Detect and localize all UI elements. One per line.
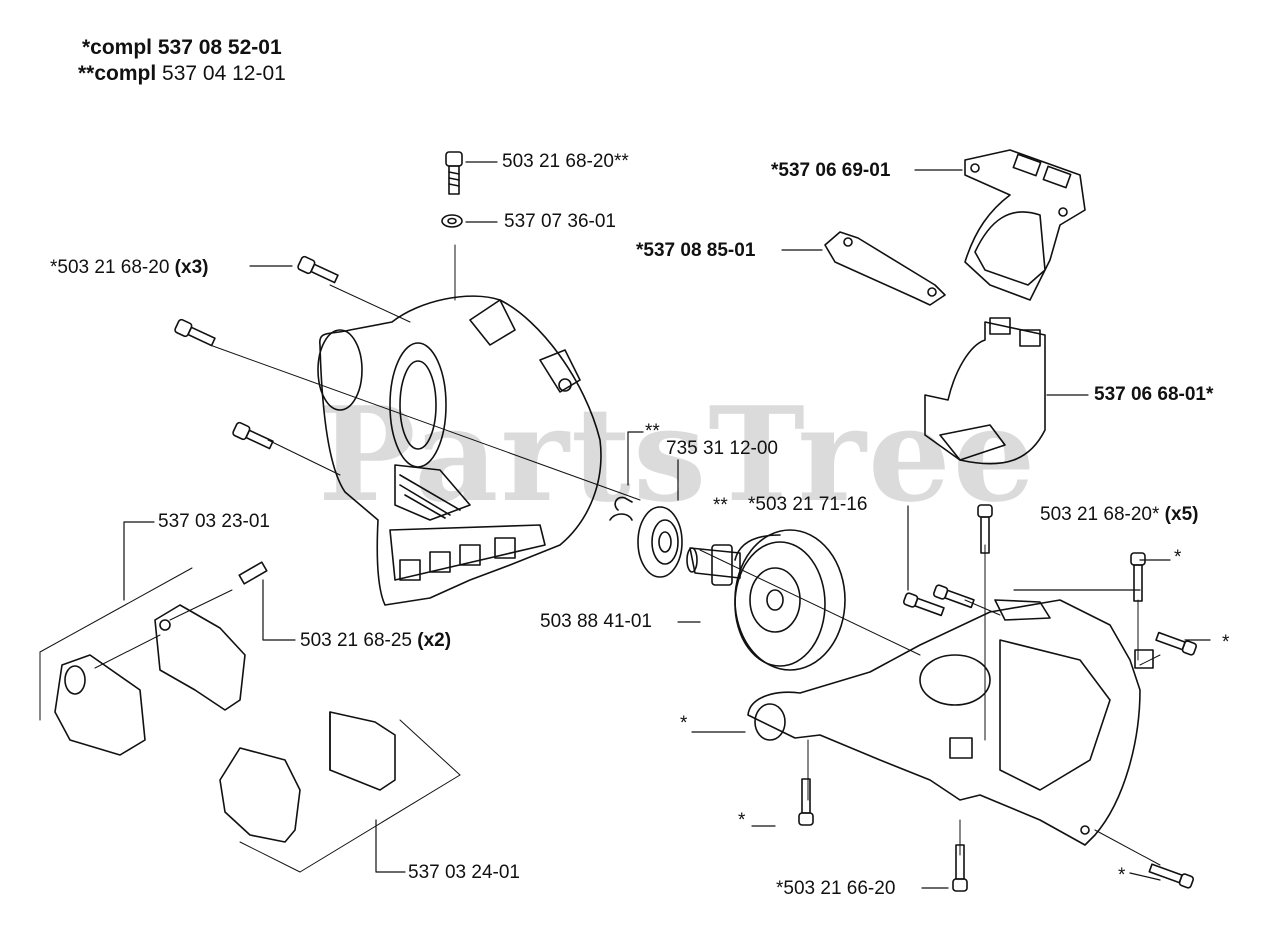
axis-lines <box>39 244 1161 873</box>
label-star-b: * <box>1222 632 1230 653</box>
label-washer-top: 537 07 36-01 <box>504 211 616 232</box>
label-screw-x2-qty: (x2) <box>417 630 452 651</box>
label-screw-x5-number: 503 21 68-20* <box>1040 504 1165 525</box>
top-screw-drawing <box>441 151 463 228</box>
clamp-upper-drawing <box>54 561 268 756</box>
header-line-2-prefix: **compl <box>78 62 157 85</box>
label-screw-x5-qty: (x5) <box>1164 504 1199 525</box>
label-screw-x5: 503 21 68-20* (x5) <box>1040 504 1198 526</box>
label-shaft-marker: ** <box>713 495 728 516</box>
label-screw-x3-qty: (x3) <box>174 257 209 278</box>
label-star-a: * <box>1174 547 1182 568</box>
label-clamp-upper: 537 03 23-01 <box>158 511 270 532</box>
label-gasket-upper: *537 06 69-01 <box>771 160 891 181</box>
label-clip-marker: ** <box>645 421 660 442</box>
header-line-2-number: 537 04 12-01 <box>156 62 286 85</box>
label-star-c: * <box>680 713 688 734</box>
left-screws-drawing <box>174 255 339 450</box>
label-screw-x3-number: *503 21 68-20 <box>50 257 175 278</box>
label-star-e: * <box>1118 865 1126 886</box>
label-screw-x3: *503 21 68-20 (x3) <box>50 257 208 279</box>
leader-lines <box>123 161 1211 889</box>
clamp-lower-drawing <box>219 711 396 843</box>
cover-drawing <box>924 317 1046 465</box>
gasket-upper-drawing <box>964 149 1086 301</box>
label-screw-top: 503 21 68-20** <box>502 151 629 172</box>
label-clamp-lower: 537 03 24-01 <box>408 862 520 883</box>
label-screw-66-20: *503 21 66-20 <box>776 878 896 899</box>
header-line-2: **compl 537 04 12-01 <box>78 62 286 86</box>
header-line-1: *compl 537 08 52-01 <box>82 36 282 60</box>
label-star-d: * <box>738 810 746 831</box>
label-screw-71-16: *503 21 71-16 <box>748 494 868 515</box>
gasket-small-drawing <box>824 231 946 306</box>
crankcase-half-drawing <box>317 295 602 606</box>
watermark: PartsTree <box>318 378 1038 531</box>
label-flywheel: 503 88 41-01 <box>540 611 652 632</box>
header-line-1-number: 537 08 52-01 <box>157 36 282 59</box>
label-screw-x2-number: 503 21 68-25 <box>300 630 418 651</box>
flywheel-drawing <box>686 529 846 671</box>
label-bearing: 735 31 12-00 <box>666 438 778 459</box>
label-cover: 537 06 68-01* <box>1094 384 1214 405</box>
bearing-drawing <box>609 496 683 578</box>
header-line-1-prefix: *compl <box>82 36 158 59</box>
label-screw-x2: 503 21 68-25 (x2) <box>300 630 451 652</box>
right-screws-drawing <box>798 504 1198 892</box>
crankcase-right-drawing <box>747 599 1154 846</box>
label-gasket-small: *537 08 85-01 <box>636 240 756 261</box>
